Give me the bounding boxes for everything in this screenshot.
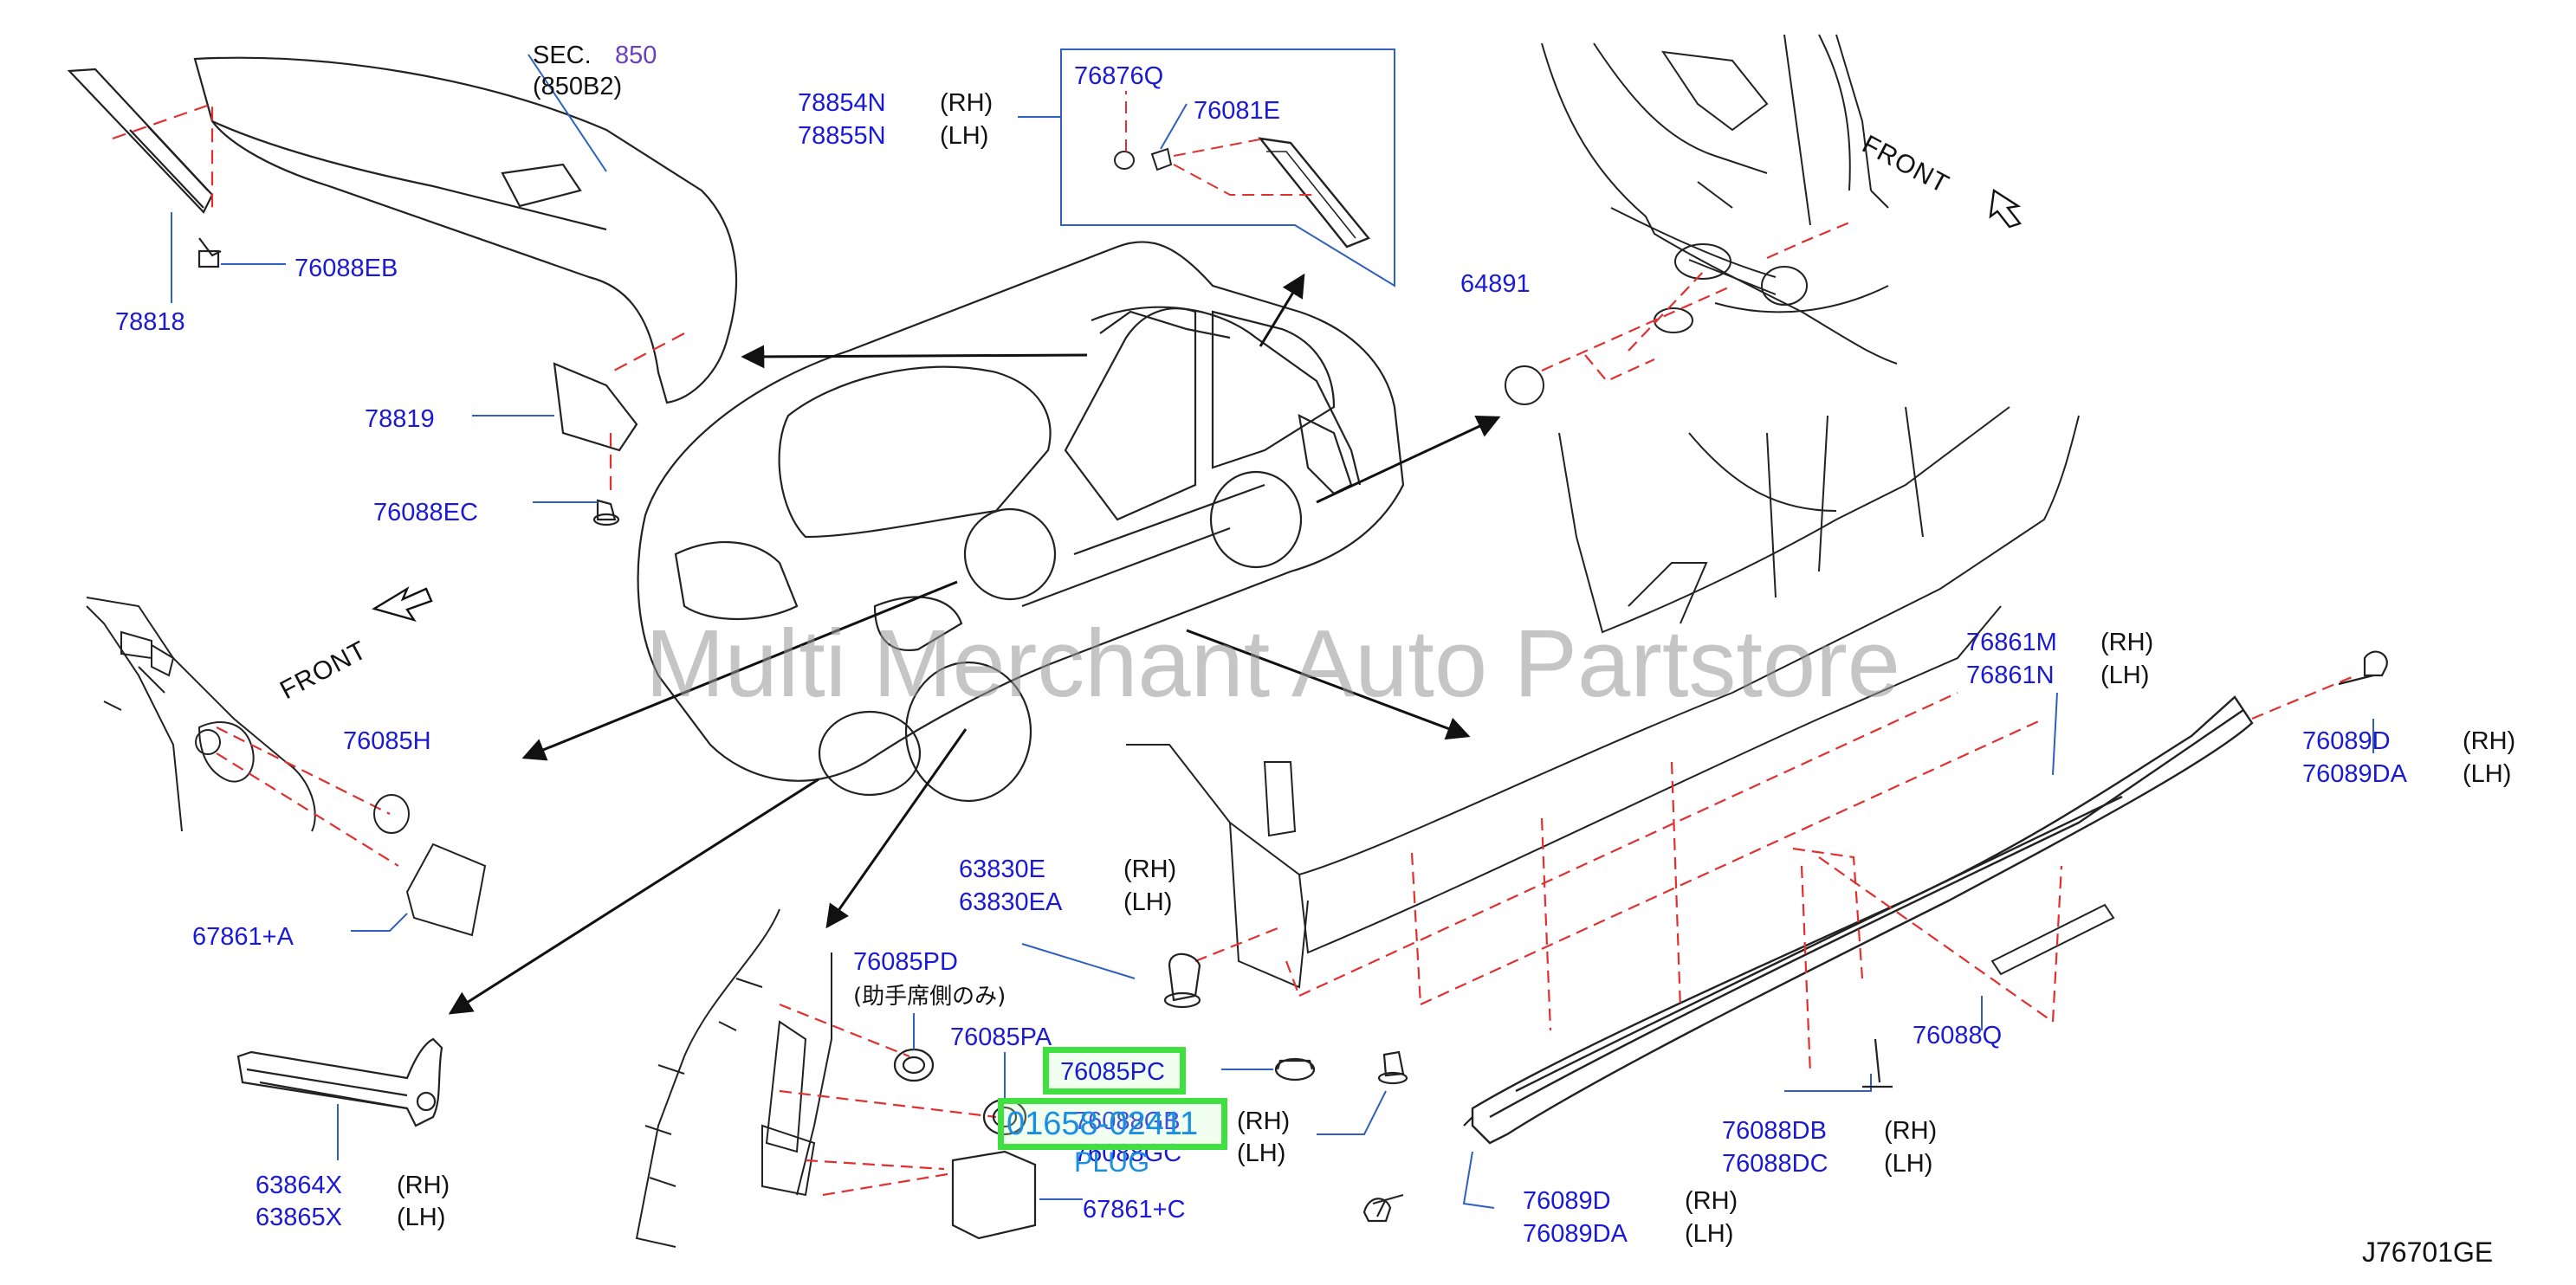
section-number-link[interactable]: 850 <box>615 42 657 69</box>
part-76088DB[interactable]: 76088DB <box>1722 1117 1827 1145</box>
part-76081E[interactable]: 76081E <box>1194 97 1280 125</box>
side-rh: (RH) <box>2463 727 2516 755</box>
part-63830E[interactable]: 63830E <box>959 856 1045 883</box>
part-76089D-lower[interactable]: 76089D <box>1523 1187 1611 1215</box>
part-67861C[interactable]: 67861+C <box>1083 1196 1186 1224</box>
part-78819[interactable]: 78819 <box>365 405 435 433</box>
sill-molding-illustration <box>1471 695 2254 1145</box>
highlight-box-76085PC <box>1043 1047 1186 1095</box>
sill-tape-illustration <box>1990 903 2115 976</box>
pillar-small-parts <box>893 650 2388 1240</box>
part-63864X[interactable]: 63864X <box>256 1172 342 1199</box>
side-lh: (LH) <box>1123 888 1173 916</box>
part-76088EC[interactable]: 76088EC <box>373 499 478 526</box>
rear-fascia-illustration <box>67 56 738 526</box>
part-76861M[interactable]: 76861M <box>1966 629 2057 656</box>
floor-panel-illustration <box>1541 34 1898 365</box>
side-lh: (LH) <box>397 1204 446 1231</box>
section-prefix: SEC. <box>533 42 592 69</box>
highlight-part-number[interactable]: 01658-02411 <box>1006 1106 1199 1142</box>
part-78855N[interactable]: 78855N <box>798 122 886 150</box>
quarter-panel-illustration <box>86 597 316 832</box>
side-rh: (RH) <box>2100 629 2154 656</box>
front-arrow-top <box>1989 188 2022 229</box>
part-76089DA-lower[interactable]: 76089DA <box>1523 1220 1628 1248</box>
sill-leader-lines <box>1194 674 2357 1075</box>
side-lh: (LH) <box>1237 1140 1286 1167</box>
side-rh: (RH) <box>1237 1107 1291 1135</box>
part-76861N[interactable]: 76861N <box>1966 662 2055 689</box>
side-lh: (LH) <box>1685 1220 1734 1248</box>
part-63865X[interactable]: 63865X <box>256 1204 342 1231</box>
fascia-blue-leaders <box>171 54 607 503</box>
pillar-illustration <box>635 908 832 1248</box>
part-67861A[interactable]: 67861+A <box>192 923 294 951</box>
part-76085PA[interactable]: 76085PA <box>950 1023 1052 1051</box>
part-76089DA-sill[interactable]: 76089DA <box>2302 760 2407 788</box>
window-finisher-box <box>1018 48 1395 287</box>
car-body-illustration <box>637 241 1405 803</box>
part-76085H[interactable]: 76085H <box>343 727 431 755</box>
floor-leader-lines <box>1541 219 1854 383</box>
part-76088DC[interactable]: 76088DC <box>1722 1150 1828 1178</box>
mudguard-illustration <box>236 1037 443 1127</box>
watermark: Multi Merchant Auto Partstore <box>645 610 1900 717</box>
section-sub: (850B2) <box>533 73 623 100</box>
part-76089D-sill[interactable]: 76089D <box>2302 727 2391 755</box>
part-78818[interactable]: 78818 <box>115 308 185 336</box>
side-rh: (RH) <box>1685 1187 1738 1215</box>
sill-body-illustration <box>1126 406 2080 989</box>
highlight-part-name: PLUG <box>1074 1146 1150 1178</box>
part-76088Q[interactable]: 76088Q <box>1913 1022 2003 1049</box>
side-lh: (LH) <box>2100 662 2150 689</box>
sill-blue-leaders <box>1021 692 2374 1209</box>
plug-76085H <box>373 794 410 834</box>
side-rh: (RH) <box>1123 856 1177 883</box>
part-76876Q[interactable]: 76876Q <box>1074 62 1164 90</box>
part-63830EA[interactable]: 63830EA <box>959 888 1063 916</box>
side-lh: (LH) <box>940 122 989 150</box>
diagram-code: J76701GE <box>2362 1237 2494 1268</box>
side-lh: (LH) <box>1884 1150 1933 1178</box>
part-76088EB[interactable]: 76088EB <box>294 255 398 282</box>
part-78854N[interactable]: 78854N <box>798 89 886 117</box>
part-76088GB[interactable]: 76088GB <box>1074 1107 1181 1135</box>
explode-arrows <box>448 273 1501 1015</box>
quarter-leader-lines <box>216 726 399 867</box>
side-lh: (LH) <box>2463 760 2512 788</box>
part-76085PC[interactable]: 76085PC <box>1060 1058 1165 1086</box>
highlight-box-plug <box>998 1098 1227 1150</box>
side-rh: (RH) <box>397 1172 450 1199</box>
part-64891[interactable]: 64891 <box>1460 270 1531 298</box>
front-arrow-left <box>372 586 433 623</box>
part-76085PD[interactable]: 76085PD <box>853 948 958 976</box>
pad-67861A <box>405 843 487 937</box>
pillar-blue-leaders <box>913 1013 1387 1200</box>
passenger-side-only-note: (助手席側のみ) <box>853 984 1006 1010</box>
side-rh: (RH) <box>940 89 994 117</box>
fascia-leader-lines <box>112 102 685 494</box>
blue-leader-67861A <box>351 913 408 932</box>
grommet-64891 <box>1505 365 1544 405</box>
side-rh: (RH) <box>1884 1117 1938 1145</box>
